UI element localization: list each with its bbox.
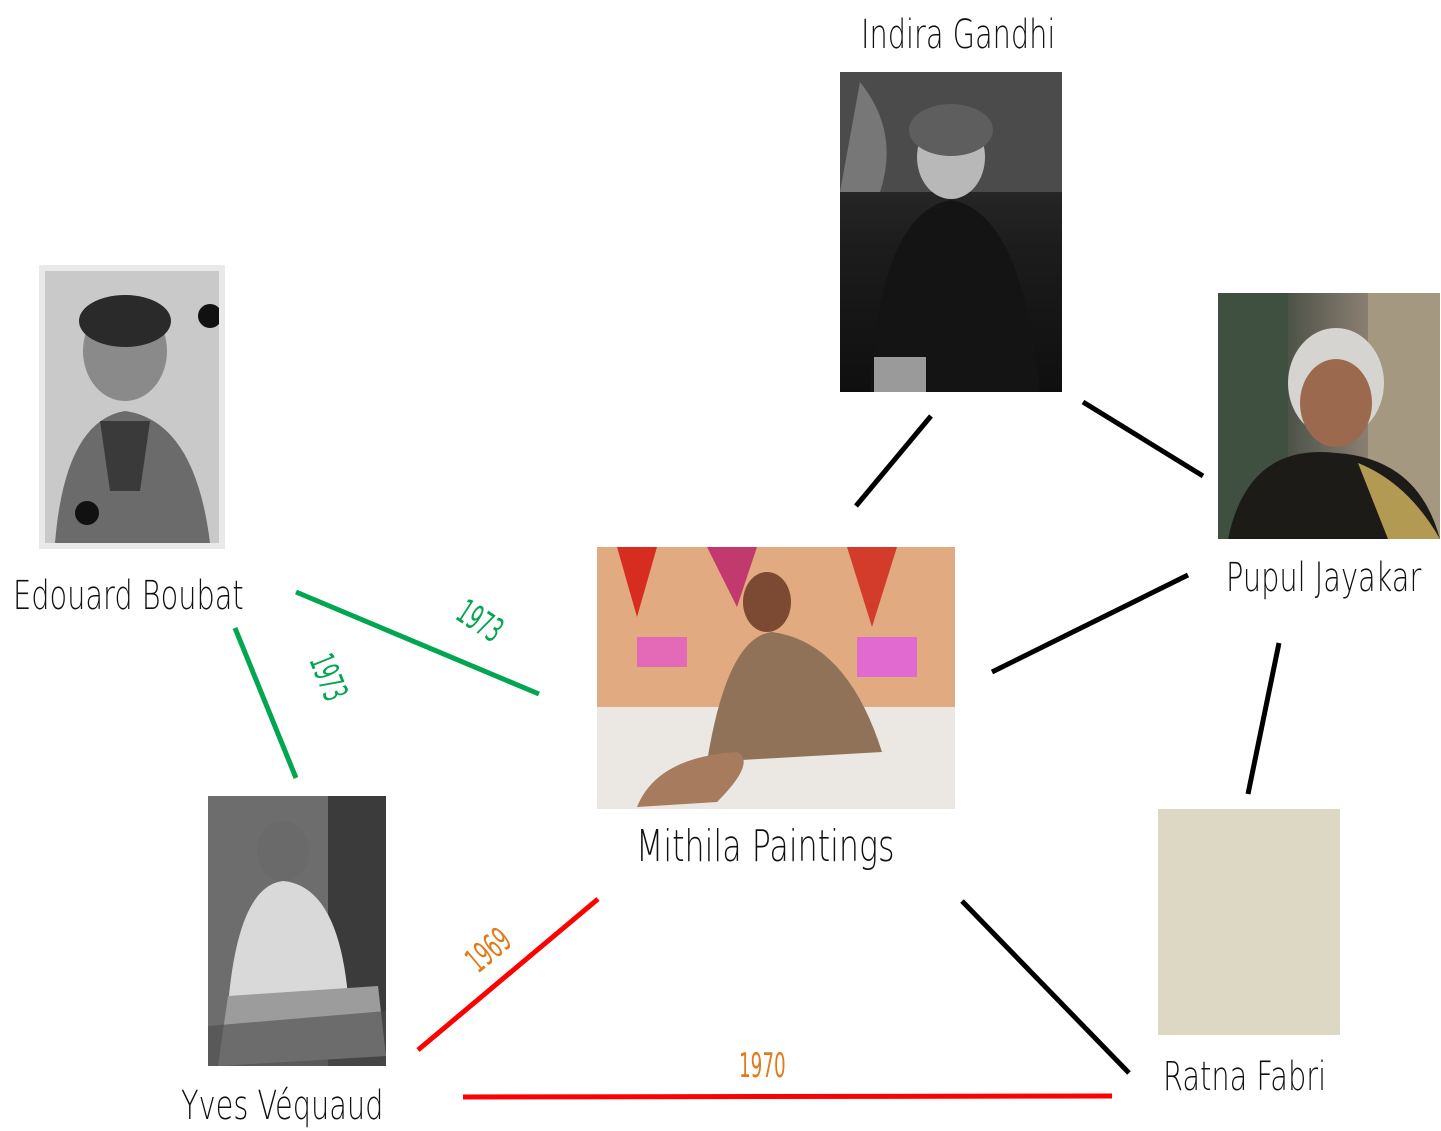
ratna-fabri-label: Ratna Fabri xyxy=(1163,1054,1327,1100)
edge-indira-pupul xyxy=(1081,399,1205,479)
year-label-edouard-yves: 1973 xyxy=(301,648,356,706)
edge-mithila-indira xyxy=(854,414,933,508)
edge-pupul-ratna xyxy=(1245,642,1282,795)
indira-gandhi-label: Indira Gandhi xyxy=(861,12,1056,58)
pupul-jayakar-photo xyxy=(1218,293,1440,539)
yves-vequaud-photo xyxy=(208,796,386,1066)
edge-mithila-pupul xyxy=(990,572,1190,675)
edouard-boubat-photo xyxy=(39,265,225,549)
edge-mithila-ratna xyxy=(960,899,1131,1075)
edge-edouard-yves xyxy=(232,627,299,779)
ratna-fabri-photo xyxy=(1158,809,1340,1035)
edge-yves-ratna xyxy=(462,1093,1113,1100)
year-label-edouard-mithila: 1973 xyxy=(449,592,510,651)
edge-edouard-mithila xyxy=(295,589,540,697)
pupul-jayakar-label: Pupul Jayakar xyxy=(1226,555,1422,601)
yves-vequaud-label: Yves Véquaud xyxy=(181,1083,384,1129)
edge-yves-mithila xyxy=(416,897,600,1052)
edouard-boubat-label: Edouard Boubat xyxy=(13,573,244,619)
mithila-paintings-photo xyxy=(597,547,955,809)
indira-gandhi-photo xyxy=(840,72,1062,392)
year-label-yves-ratna: 1970 xyxy=(739,1045,786,1085)
mithila-paintings-label: Mithila Paintings xyxy=(636,821,895,872)
